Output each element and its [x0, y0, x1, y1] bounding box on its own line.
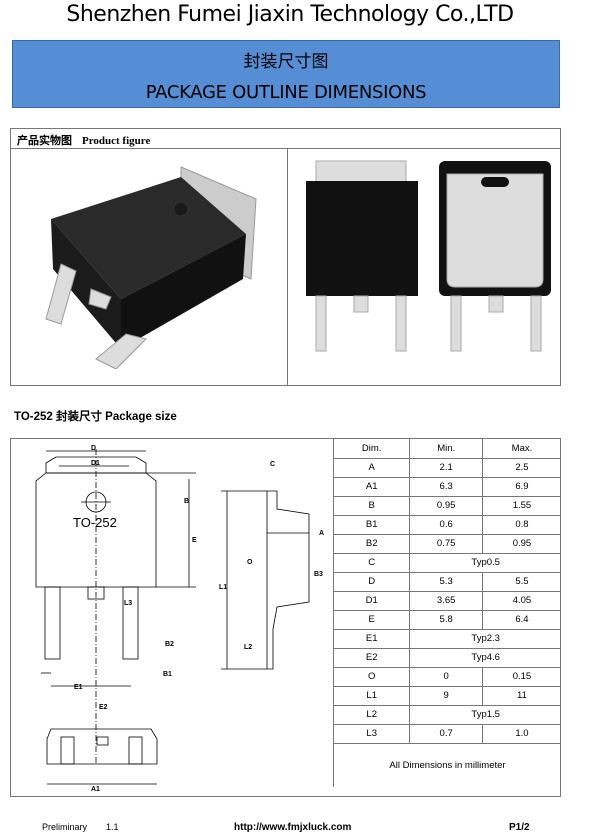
- table-header-row: Dim.Min.Max.: [332, 439, 561, 459]
- product-figure-section: 产品实物图 Product figure: [10, 128, 561, 386]
- value-cell: 0.7: [409, 723, 483, 744]
- footer-version: 1.1: [106, 822, 119, 832]
- dim-cell: A1: [332, 476, 411, 497]
- product-figure-header: 产品实物图 Product figure: [11, 129, 560, 149]
- dim-cell: O: [332, 666, 411, 687]
- svg-text:E1: E1: [74, 684, 83, 691]
- value-cell: 5.8: [409, 609, 483, 630]
- value-cell: 2.5: [481, 457, 561, 478]
- value-cell: Typ4.6: [409, 647, 561, 668]
- value-cell: 6.9: [481, 476, 561, 497]
- value-cell: 5.3: [409, 571, 483, 592]
- column-header: Dim.: [332, 439, 411, 459]
- dim-cell: L1: [332, 685, 411, 706]
- dim-cell: A: [332, 457, 411, 478]
- dim-cell: B: [332, 495, 411, 516]
- footer-url[interactable]: http://www.fmjxluck.com: [234, 822, 352, 833]
- svg-text:D1: D1: [91, 460, 100, 467]
- table-note: All Dimensions in millimeter: [333, 742, 561, 787]
- value-cell: 4.05: [481, 590, 561, 611]
- value-cell: 0: [409, 666, 483, 687]
- value-cell: 0.8: [481, 514, 561, 535]
- svg-text:B2: B2: [165, 641, 174, 648]
- package-size-title: TO-252 封装尺寸 Package size: [14, 411, 177, 423]
- drawing-package-label: TO-252: [73, 515, 117, 530]
- svg-text:A1: A1: [91, 786, 100, 793]
- value-cell: 3.65: [409, 590, 483, 611]
- product-label-cn: 产品实物图: [17, 135, 72, 147]
- value-cell: 1.0: [481, 723, 561, 744]
- banner-title-cn: 封装尺寸图: [243, 52, 329, 72]
- divider: [287, 149, 288, 385]
- svg-text:B3: B3: [314, 571, 323, 578]
- product-label-en: Product figure: [82, 135, 151, 147]
- svg-text:L1: L1: [219, 584, 227, 591]
- svg-text:A: A: [319, 530, 324, 537]
- dim-cell: L2: [332, 704, 411, 725]
- dim-cell: B1: [332, 514, 411, 535]
- value-cell: Typ0.5: [409, 552, 561, 573]
- dim-cell: B2: [332, 533, 411, 554]
- value-cell: 0.95: [409, 495, 483, 516]
- value-cell: Typ2.3: [409, 628, 561, 649]
- footer-page: P1/2: [509, 822, 530, 833]
- footer-status: Preliminary: [42, 822, 88, 832]
- value-cell: 11: [481, 685, 561, 706]
- value-cell: 2.1: [409, 457, 483, 478]
- value-cell: 0.95: [481, 533, 561, 554]
- dim-cell: E2: [332, 647, 411, 668]
- dim-cell: C: [332, 552, 411, 573]
- value-cell: 1.55: [481, 495, 561, 516]
- banner-title-en: PACKAGE OUTLINE DIMENSIONS: [145, 82, 427, 103]
- svg-text:L2: L2: [244, 644, 252, 651]
- svg-text:L3: L3: [124, 600, 132, 607]
- value-cell: 0.6: [409, 514, 483, 535]
- product-photo-angled: [45, 166, 257, 369]
- dim-cell: L3: [332, 723, 411, 744]
- value-cell: 5.5: [481, 571, 561, 592]
- product-photo-front: [306, 160, 418, 352]
- dim-cell: D1: [332, 590, 411, 611]
- svg-text:D: D: [91, 445, 96, 452]
- value-cell: 0.15: [481, 666, 561, 687]
- svg-text:B1: B1: [163, 671, 172, 678]
- column-header: Min.: [409, 439, 483, 459]
- svg-text:C: C: [270, 461, 275, 468]
- company-title: Shenzhen Fumei Jiaxin Technology Co.,LTD: [66, 2, 514, 27]
- value-cell: 6.3: [409, 476, 483, 497]
- product-photo-back: [439, 161, 551, 352]
- value-cell: 0.75: [409, 533, 483, 554]
- dim-cell: E1: [332, 628, 411, 649]
- value-cell: 6.4: [481, 609, 561, 630]
- value-cell: Typ1.5: [409, 704, 561, 725]
- column-header: Max.: [481, 439, 561, 459]
- svg-text:B: B: [184, 498, 189, 505]
- value-cell: 9: [409, 685, 483, 706]
- title-banner: 封装尺寸图 PACKAGE OUTLINE DIMENSIONS: [12, 40, 560, 108]
- dim-cell: D: [332, 571, 411, 592]
- svg-text:O: O: [247, 559, 253, 566]
- svg-text:E2: E2: [99, 704, 108, 711]
- svg-text:E: E: [192, 537, 197, 544]
- dim-cell: E: [332, 609, 411, 630]
